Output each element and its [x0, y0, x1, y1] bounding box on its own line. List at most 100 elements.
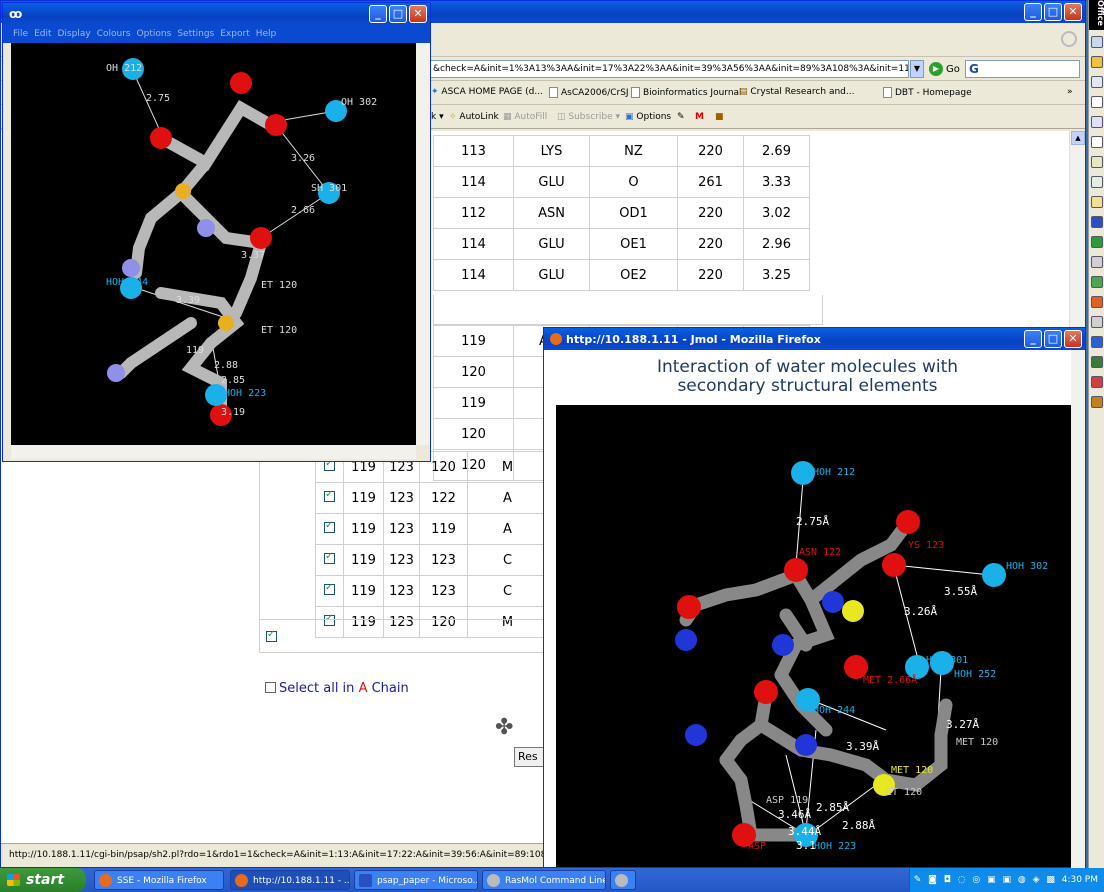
- close-button[interactable]: ✕: [409, 5, 427, 23]
- office-app-icon[interactable]: [1091, 276, 1103, 288]
- table-cell: 112: [433, 197, 514, 229]
- menu-help[interactable]: Help: [255, 29, 277, 39]
- bookmarks-overflow-icon[interactable]: »: [1067, 87, 1073, 97]
- table-cell: 119: [343, 575, 384, 607]
- scroll-up-icon[interactable]: ▲: [1071, 131, 1085, 145]
- rasmol-horizontal-scrollbar[interactable]: [11, 445, 416, 459]
- office-app-icon[interactable]: [1091, 196, 1103, 208]
- menu-options[interactable]: Options: [136, 29, 172, 39]
- outlook-icon[interactable]: [1091, 336, 1103, 348]
- office-app-icon[interactable]: [1091, 256, 1103, 268]
- start-button[interactable]: start: [0, 868, 86, 892]
- word-icon[interactable]: [1091, 216, 1103, 228]
- maximize-button[interactable]: □: [1044, 330, 1062, 348]
- office-app-icon[interactable]: [1091, 96, 1103, 108]
- office-app-icon[interactable]: [1091, 116, 1103, 128]
- task-jmol-firefox[interactable]: http://10.188.1.11 - ...: [230, 870, 350, 890]
- autolink-button[interactable]: ✧ AutoLink: [449, 112, 499, 122]
- menu-export[interactable]: Export: [220, 29, 250, 39]
- go-button[interactable]: ▶Go: [929, 60, 960, 78]
- office-app-icon[interactable]: [1091, 156, 1103, 168]
- table-spacer: [433, 295, 823, 325]
- bookmark-item[interactable]: DBT - Homepage: [883, 87, 972, 98]
- menu-edit[interactable]: Edit: [34, 29, 52, 39]
- jmol-title-bar[interactable]: http://10.188.1.11 - Jmol - Mozilla Fire…: [544, 328, 1085, 350]
- office-app-icon[interactable]: [1091, 56, 1103, 68]
- minimize-button[interactable]: _: [1024, 330, 1042, 348]
- bookmark-item[interactable]: ✦ ASCA HOME PAGE (d...: [431, 87, 543, 97]
- table-cell: GLU: [513, 228, 590, 260]
- rasmol-title-bar[interactable]: ꝏ: [3, 3, 430, 25]
- svg-text:YS 123: YS 123: [908, 540, 944, 551]
- menu-settings[interactable]: Settings: [177, 29, 215, 39]
- menu-display[interactable]: Display: [57, 29, 91, 39]
- svg-text:3.46Å: 3.46Å: [778, 808, 811, 821]
- table-cell: 3.33: [743, 166, 810, 198]
- close-button[interactable]: ✕: [1064, 330, 1082, 348]
- tray-icons[interactable]: ✎ ◙ ◘ ◌ ◎ ▣ ▣ ◍ ◈ ▩: [913, 875, 1062, 885]
- office-app-icon[interactable]: [1091, 36, 1103, 48]
- toolbar-overflow-icon[interactable]: k ▾: [431, 112, 444, 122]
- table-cell: ASN: [513, 197, 590, 229]
- chain-checkbox[interactable]: [266, 629, 277, 642]
- row-checkbox-cell: [315, 544, 344, 576]
- gmail-icon[interactable]: M: [695, 112, 704, 122]
- rasmol-window-controls: _ □ ✕: [369, 5, 427, 23]
- office-app-icon[interactable]: [1091, 356, 1103, 368]
- table-cell: 220: [677, 197, 744, 229]
- office-app-icon[interactable]: [1091, 396, 1103, 408]
- subscribe-button[interactable]: ◫ Subscribe ▾: [557, 112, 620, 122]
- row-checkbox[interactable]: [324, 613, 335, 626]
- powerpoint-icon[interactable]: [1091, 296, 1103, 308]
- task-word-document[interactable]: psap_paper - Microso...: [354, 870, 478, 890]
- table-cell: OD1: [589, 197, 678, 229]
- throbber-icon: [1061, 31, 1077, 47]
- briefcase-icon[interactable]: ■: [715, 112, 724, 122]
- google-search-input[interactable]: G: [965, 60, 1080, 78]
- select-all-checkbox[interactable]: [265, 682, 276, 693]
- url-dropdown-button[interactable]: ▼: [910, 60, 924, 78]
- office-app-icon[interactable]: [1091, 176, 1103, 188]
- chain-row: [259, 619, 549, 653]
- task-rasmol-command-line[interactable]: RasMol Command Line: [482, 870, 606, 890]
- table-cell: 3.25: [743, 259, 810, 291]
- row-spacer-cell: [259, 544, 316, 576]
- row-checkbox[interactable]: [324, 520, 335, 533]
- minimize-button[interactable]: _: [1024, 3, 1042, 21]
- maximize-button[interactable]: □: [1044, 3, 1062, 21]
- minimize-button[interactable]: _: [369, 5, 387, 23]
- task-rasmol-window[interactable]: [610, 870, 636, 890]
- row-checkbox[interactable]: [324, 489, 335, 502]
- office-app-icon[interactable]: [1091, 76, 1103, 88]
- svg-text:MET 120: MET 120: [956, 737, 998, 748]
- svg-text:ASP: ASP: [748, 841, 766, 852]
- maximize-button[interactable]: □: [389, 5, 407, 23]
- bookmark-item[interactable]: Bioinformatics Journal: [631, 87, 742, 98]
- row-checkbox[interactable]: [324, 551, 335, 564]
- url-input[interactable]: &check=A&init=1%3A13%3AA&init=17%3A22%3A…: [429, 60, 909, 78]
- rasmol-vertical-scrollbar[interactable]: [416, 43, 430, 445]
- bookmark-item[interactable]: ▤ Crystal Research and...: [739, 87, 855, 97]
- jmol-heading: Interaction of water molecules with seco…: [656, 357, 959, 396]
- bookmark-item[interactable]: AsCA2006/CrSJ: [549, 87, 629, 98]
- menu-colours[interactable]: Colours: [96, 29, 131, 39]
- jmol-logo-icon[interactable]: ✤: [495, 715, 514, 740]
- table-cell: 119: [343, 544, 384, 576]
- options-button[interactable]: ▣ Options: [625, 112, 672, 122]
- menu-file[interactable]: File: [13, 29, 29, 39]
- task-sse-firefox[interactable]: SSE - Mozilla Firefox: [94, 870, 224, 890]
- office-app-icon[interactable]: [1091, 376, 1103, 388]
- office-app-icon[interactable]: [1091, 316, 1103, 328]
- office-app-icon[interactable]: [1091, 136, 1103, 148]
- jmol-vertical-scrollbar[interactable]: [1071, 350, 1085, 869]
- excel-icon[interactable]: [1091, 236, 1103, 248]
- autofill-button[interactable]: ▦ AutoFill: [503, 112, 548, 122]
- close-button[interactable]: ✕: [1064, 3, 1082, 21]
- pen-icon[interactable]: ✎: [677, 112, 685, 122]
- select-all-row: Select all in A Chain: [265, 681, 409, 696]
- row-checkbox[interactable]: [324, 582, 335, 595]
